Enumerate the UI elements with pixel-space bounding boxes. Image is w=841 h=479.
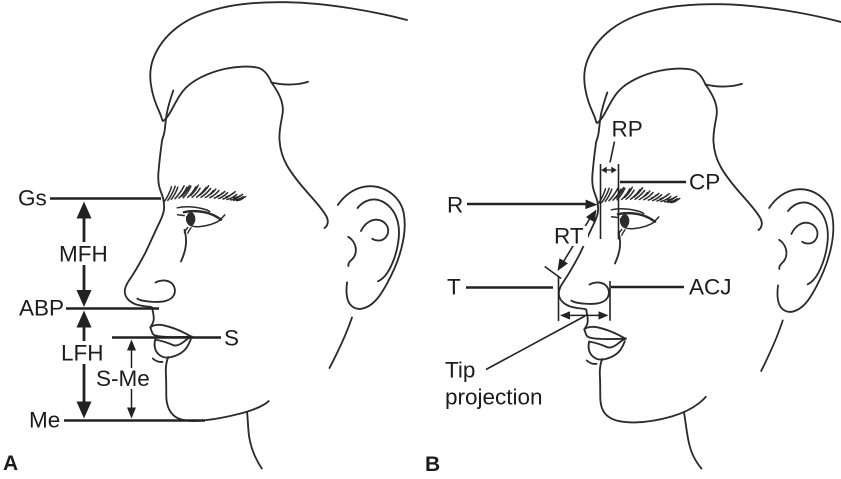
svg-text:LFH: LFH — [61, 341, 104, 366]
svg-text:R: R — [447, 193, 463, 218]
svg-text:Tip: Tip — [445, 358, 475, 383]
svg-text:S: S — [224, 326, 239, 351]
svg-text:Gs: Gs — [18, 186, 47, 211]
svg-text:RP: RP — [612, 117, 643, 142]
svg-text:CP: CP — [689, 170, 720, 195]
svg-text:MFH: MFH — [59, 242, 108, 267]
svg-text:projection: projection — [445, 385, 543, 410]
svg-text:ACJ: ACJ — [689, 275, 732, 300]
svg-text:ABP: ABP — [19, 296, 64, 321]
svg-text:T: T — [447, 275, 461, 300]
svg-text:A: A — [3, 452, 18, 474]
svg-text:S-Me: S-Me — [96, 366, 150, 391]
svg-text:RT: RT — [554, 224, 584, 249]
svg-text:Me: Me — [29, 408, 60, 433]
svg-text:B: B — [425, 453, 440, 474]
